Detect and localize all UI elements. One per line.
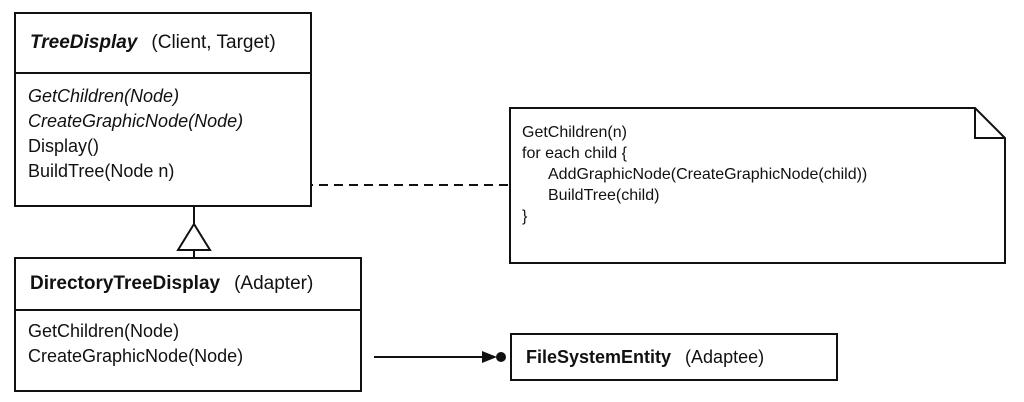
directory-tree-display-op-creategraphicnode: CreateGraphicNode(Node): [28, 346, 244, 366]
inheritance-triangle: [176, 222, 212, 251]
tree-display-stereotype: (Client, Target): [151, 32, 276, 53]
association-dot: [496, 352, 506, 362]
tree-display-op-buildtree: BuildTree(Node n): [28, 161, 175, 181]
note-line-2: for each child {: [522, 145, 627, 162]
tree-display-operations: GetChildren(Node) CreateGraphicNode(Node…: [16, 74, 310, 184]
tree-display-op-display: Display(): [28, 136, 100, 156]
tree-display-class: TreeDisplay (Client, Target) GetChildren…: [14, 12, 312, 207]
note-line-4: BuildTree(child): [548, 187, 660, 204]
directory-tree-display-operations: GetChildren(Node) CreateGraphicNode(Node…: [16, 311, 360, 369]
directory-tree-display-stereotype: (Adapter): [234, 273, 314, 294]
note-line-1: GetChildren(n): [522, 124, 627, 141]
file-system-entity-class: FileSystemEntity (Adaptee): [510, 333, 838, 381]
tree-display-op-creategraphicnode: CreateGraphicNode(Node): [28, 111, 244, 131]
note-line-3: AddGraphicNode(CreateGraphicNode(child)): [548, 166, 868, 183]
file-system-entity-name: FileSystemEntity: [526, 346, 672, 367]
file-system-entity-stereotype: (Adaptee): [685, 346, 765, 367]
tree-display-op-getchildren: GetChildren(Node): [28, 86, 180, 106]
note-dog-ear: [974, 108, 1005, 139]
directory-tree-display-op-getchildren: GetChildren(Node): [28, 321, 180, 341]
note-content: GetChildren(n) for each child { AddGraph…: [522, 122, 867, 227]
tree-display-header: TreeDisplay (Client, Target): [16, 14, 310, 74]
tree-display-name: TreeDisplay: [30, 32, 138, 53]
note-line-5: }: [522, 208, 528, 225]
association-arrowhead: [482, 351, 497, 363]
directory-tree-display-name: DirectoryTreeDisplay: [30, 273, 221, 294]
note-box: [509, 107, 1006, 264]
directory-tree-display-class: DirectoryTreeDisplay (Adapter) GetChildr…: [14, 257, 362, 392]
directory-tree-display-header: DirectoryTreeDisplay (Adapter): [16, 259, 360, 311]
